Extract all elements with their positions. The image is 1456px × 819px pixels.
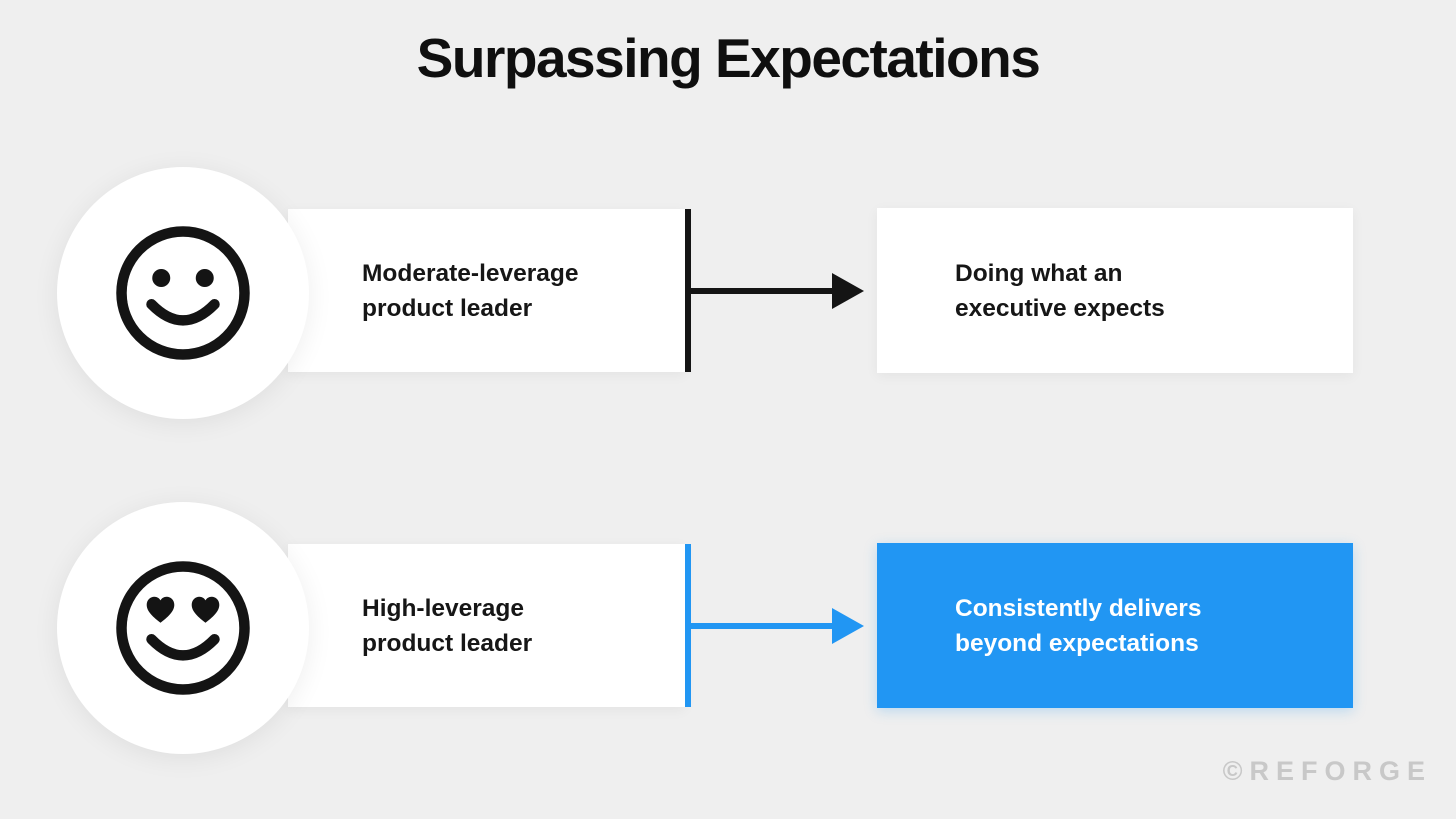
beyond-expectations-label-line1: Consistently delivers [955, 594, 1202, 622]
moderate-leverage-label-line2: product leader [362, 294, 533, 322]
smiley-face-icon [116, 226, 250, 360]
arrow-shaft-blue [689, 623, 833, 629]
smiley-circle [57, 167, 309, 419]
connector-bar-blue [685, 544, 691, 707]
arrow-head-blue-icon [832, 608, 864, 644]
moderate-leverage-label-line1: Moderate-leverage [362, 259, 579, 287]
executive-expects-label-line1: Doing what an [955, 259, 1123, 287]
moderate-leverage-card: Moderate-leverage product leader [288, 209, 685, 372]
high-leverage-card: High-leverage product leader [288, 544, 685, 707]
heart-eyes-face-icon [116, 561, 250, 695]
connector-bar-black [685, 209, 691, 372]
high-leverage-label-line1: High-leverage [362, 594, 525, 622]
row-high-leverage: High-leverage product leader Consistentl… [0, 502, 1456, 754]
arrow-shaft-black [689, 288, 833, 294]
heart-eyes-circle [57, 502, 309, 754]
diagram-title: Surpassing Expectations [416, 27, 1041, 89]
executive-expects-label-line2: executive expects [955, 294, 1165, 322]
executive-expects-card: Doing what an executive expects [877, 208, 1353, 373]
arrow-head-black-icon [832, 273, 864, 309]
beyond-expectations-label-line2: beyond expectations [955, 629, 1199, 657]
high-leverage-label-line2: product leader [362, 629, 533, 657]
reforge-watermark: ©REFORGE [1222, 756, 1432, 786]
row-moderate-leverage: Moderate-leverage product leader Doing w… [0, 167, 1456, 419]
beyond-expectations-card: Consistently delivers beyond expectation… [877, 543, 1353, 708]
